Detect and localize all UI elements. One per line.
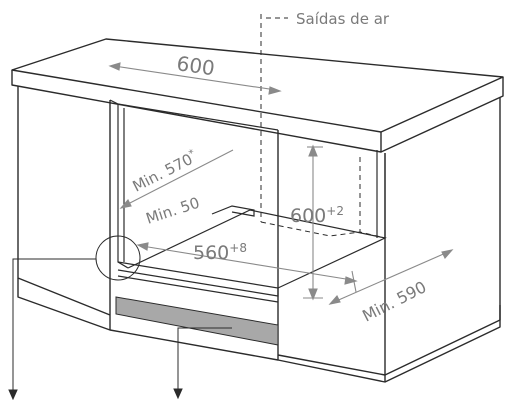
air-outlets-label: Saídas de ar	[296, 10, 390, 28]
countertop-right	[380, 77, 504, 153]
countertop-front	[11, 70, 382, 153]
dimension-lines	[108, 62, 454, 305]
dim-570-label: Min. 570*	[130, 148, 200, 196]
niche-top-rail	[109, 99, 279, 131]
countertop-top	[11, 38, 504, 133]
dim-600-line	[113, 65, 277, 91]
vent-strip	[115, 296, 279, 346]
dim-590-line	[333, 251, 449, 303]
dim-50-label: Min. 50	[144, 194, 202, 228]
dim-height-arrow-top	[308, 144, 318, 157]
dim-570-arrow	[119, 199, 132, 209]
dim-560-tick-right	[351, 270, 357, 293]
dim-560-arrow-left	[136, 242, 149, 251]
dim-560-label: 560+8	[193, 241, 247, 264]
dim-600-label: 600	[175, 51, 216, 80]
detail-leader	[12, 258, 96, 398]
detail-callout	[8, 235, 141, 400]
right-side-panel	[384, 97, 501, 376]
base-shelf-front	[117, 261, 279, 297]
rear-dashed-bottom	[260, 221, 361, 237]
base-shelf-top	[127, 209, 387, 289]
dim-590-label: Min. 590	[359, 277, 429, 325]
niche-left-inner	[117, 110, 129, 269]
dashed-guides	[260, 14, 386, 239]
vent-arrowhead	[173, 388, 183, 400]
detail-circle	[95, 235, 141, 281]
dim-height-label: 600+2	[290, 204, 344, 227]
dim-height-arrow-bottom	[308, 288, 318, 301]
vent-leader	[177, 327, 232, 390]
rear-step	[211, 205, 255, 217]
front-left-panel	[17, 86, 111, 316]
dim-590-arrow-left	[328, 295, 341, 305]
dim-570-line	[123, 149, 234, 207]
dim-590-arrow-right	[441, 249, 454, 259]
detail-arrow	[8, 389, 18, 400]
dim-560-line	[141, 245, 353, 281]
rear-dashed-right	[359, 157, 386, 239]
niche-interior	[109, 99, 387, 303]
front-right-panel	[277, 153, 386, 376]
dim-600-arrow-right	[268, 86, 282, 95]
cabinet-body	[11, 38, 504, 383]
vent-arrow	[173, 327, 232, 400]
floor-rail	[117, 275, 279, 303]
dim-600-arrow-left	[108, 62, 121, 71]
dim-560-arrow-right	[344, 276, 358, 285]
